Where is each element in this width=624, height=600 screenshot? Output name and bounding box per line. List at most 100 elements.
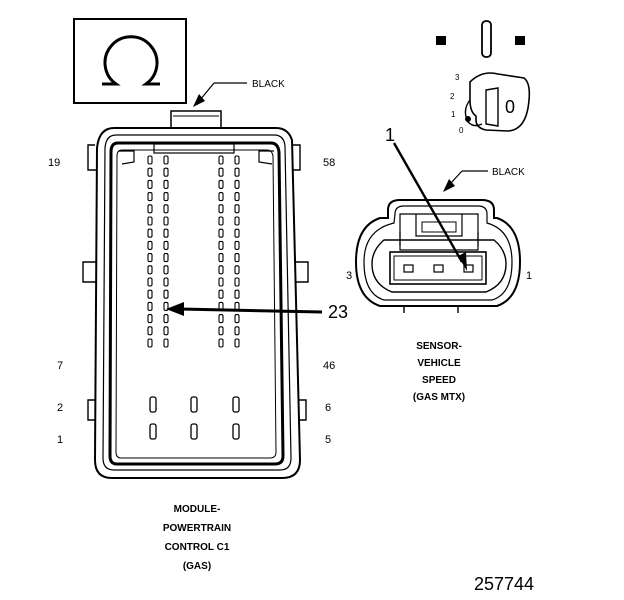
pcm-signal-terminal: [163, 314, 169, 324]
pcm-signal-terminal: [163, 167, 169, 177]
pcm-pin-1: 1: [57, 434, 63, 446]
pcm-power-terminal: [149, 423, 157, 440]
pcm-signal-terminal: [163, 155, 169, 165]
pcm-signal-terminal: [147, 265, 153, 275]
key-switch-icon: 0 3 2 1 0: [436, 20, 531, 135]
svg-text:SENSOR-: SENSOR-: [416, 341, 462, 352]
pcm-pin-5: 5: [325, 434, 331, 446]
pcm-signal-terminal: [163, 228, 169, 238]
pcm-signal-terminal: [163, 216, 169, 226]
ohmmeter-icon: Ω: [73, 18, 187, 104]
pcm-signal-terminal: [234, 179, 240, 189]
pcm-caption-line-4: (GAS): [183, 561, 211, 572]
key-label: 0: [505, 97, 515, 117]
pcm-signal-terminal: [234, 314, 240, 324]
pcm-signal-terminal: [234, 326, 240, 336]
pcm-signal-terminal: [218, 240, 224, 250]
pcm-signal-terminal: [218, 314, 224, 324]
pcm-signal-terminal: [218, 265, 224, 275]
svg-text:POWERTRAIN: POWERTRAIN: [163, 523, 231, 534]
svg-text:(GAS): (GAS): [183, 561, 211, 572]
pcm-signal-terminal: [147, 192, 153, 202]
vss-terminal-1: [463, 264, 474, 273]
pcm-signal-terminal: [218, 277, 224, 287]
pcm-power-terminal: [190, 396, 198, 413]
vss-callout-1: 1: [385, 125, 395, 145]
vss-pin-3: 3: [346, 270, 352, 282]
pcm-caption-line-2: POWERTRAIN: [163, 523, 231, 534]
pcm-signal-terminal: [218, 338, 224, 348]
pcm-signal-terminal: [147, 314, 153, 324]
pcm-signal-terminal: [234, 228, 240, 238]
pcm-signal-terminal: [163, 240, 169, 250]
key-pos-0: 0: [459, 126, 464, 135]
pcm-pin-46: 46: [323, 360, 335, 372]
svg-text:CONTROL C1: CONTROL C1: [165, 542, 230, 553]
pcm-callout-23: 23: [328, 302, 348, 322]
vss-pin-1: 1: [526, 270, 532, 282]
pcm-signal-terminal: [147, 277, 153, 287]
pcm-signal-terminal: [218, 192, 224, 202]
pcm-signal-terminal: [147, 216, 153, 226]
pcm-signal-terminal: [234, 155, 240, 165]
pcm-signal-terminal: [234, 240, 240, 250]
pcm-signal-terminal: [218, 228, 224, 238]
pcm-connector: BLACK 19 58 7 46 2 6 1 5 23 MODULE- POWE…: [48, 79, 348, 572]
pcm-caption-line-3: CONTROL C1: [165, 542, 230, 553]
key-pos-1: 1: [451, 110, 456, 119]
pcm-power-terminal: [149, 396, 157, 413]
pcm-pin-2: 2: [57, 402, 63, 414]
pcm-color-label: BLACK: [252, 79, 285, 90]
key-pos-3: 3: [455, 73, 460, 82]
pcm-signal-terminal: [147, 179, 153, 189]
figure-id: 257744: [474, 574, 534, 594]
pcm-signal-terminal: [147, 338, 153, 348]
pcm-signal-terminal: [218, 326, 224, 336]
pcm-signal-terminal: [147, 228, 153, 238]
pcm-signal-terminal: [147, 240, 153, 250]
key-pos-2: 2: [450, 92, 455, 101]
pcm-power-terminal: [232, 396, 240, 413]
pcm-signal-terminal: [234, 277, 240, 287]
pcm-signal-terminal: [218, 216, 224, 226]
pcm-signal-terminal: [163, 265, 169, 275]
pcm-signal-terminal: [163, 192, 169, 202]
pcm-signal-terminal: [147, 289, 153, 299]
pcm-signal-terminal: [147, 326, 153, 336]
pcm-signal-terminal: [234, 289, 240, 299]
pcm-signal-terminal: [163, 179, 169, 189]
pcm-pin-7: 7: [57, 360, 63, 372]
pcm-pin-19: 19: [48, 157, 60, 169]
pcm-pin-6: 6: [325, 402, 331, 414]
pcm-signal-terminal: [234, 338, 240, 348]
svg-text:MODULE-: MODULE-: [174, 504, 221, 515]
pcm-signal-terminal: [163, 204, 169, 214]
pcm-signal-terminal: [218, 155, 224, 165]
pcm-signal-terminal: [147, 253, 153, 263]
svg-text:VEHICLE: VEHICLE: [417, 358, 461, 369]
svg-text:(GAS MTX): (GAS MTX): [413, 392, 465, 403]
pcm-signal-terminal: [163, 253, 169, 263]
pcm-signal-terminal: [218, 179, 224, 189]
svg-text:SPEED: SPEED: [422, 375, 456, 386]
vss-caption-line-2: VEHICLE: [417, 358, 461, 369]
pcm-signal-terminal: [218, 289, 224, 299]
pcm-signal-terminal: [147, 204, 153, 214]
pcm-signal-terminal: [147, 301, 153, 311]
pcm-signal-terminal: [234, 167, 240, 177]
pcm-signal-terminal: [163, 338, 169, 348]
pcm-signal-terminal: [163, 289, 169, 299]
pcm-signal-terminal: [234, 216, 240, 226]
pcm-signal-terminal: [218, 204, 224, 214]
vss-caption-line-4: (GAS MTX): [413, 392, 465, 403]
pcm-signal-terminal: [218, 167, 224, 177]
pcm-power-terminal: [232, 423, 240, 440]
pcm-signal-terminal: [147, 167, 153, 177]
vss-connector: BLACK 3 1 1 SENSOR- VEHICLE SPEED (GAS M…: [346, 125, 532, 403]
vss-caption-line-3: SPEED: [422, 375, 456, 386]
pcm-pin-58: 58: [323, 157, 335, 169]
pcm-signal-terminal: [234, 204, 240, 214]
pcm-signal-terminal: [234, 192, 240, 202]
vss-caption-line-1: SENSOR-: [416, 341, 462, 352]
